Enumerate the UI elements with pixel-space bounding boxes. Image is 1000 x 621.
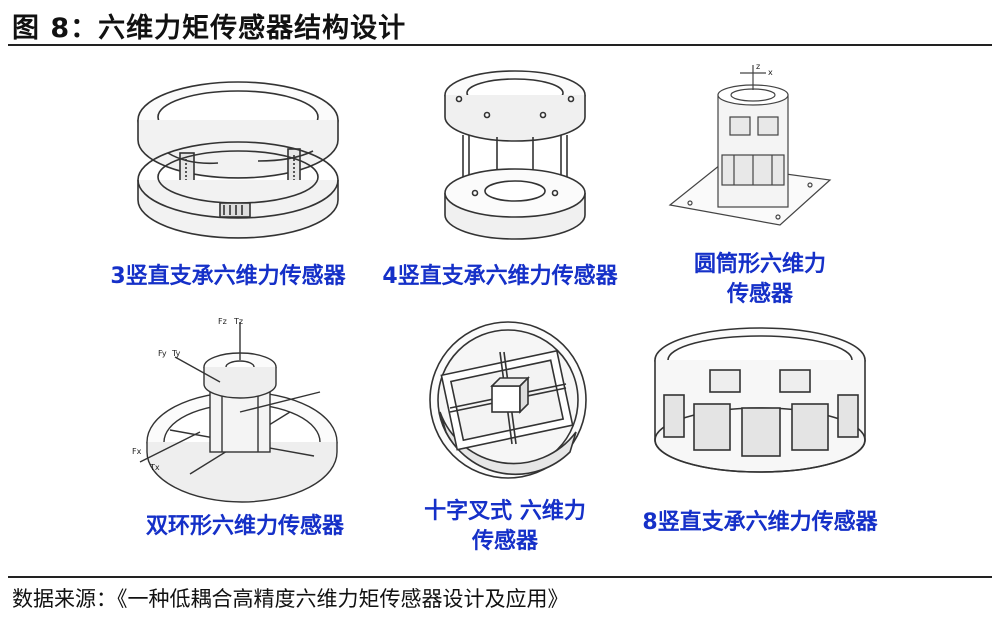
caption-cylindrical-line2: 传感器 [726, 282, 793, 307]
sensor-image-4-support [435, 65, 595, 255]
sensor-image-cross [420, 312, 595, 492]
axis-label-ty: Ty [171, 349, 181, 358]
source-rule [8, 576, 992, 578]
axis-label-tz: Tz [233, 317, 243, 326]
caption-3-support: 3竖直支承六维力传感器 [110, 264, 346, 289]
axis-label-fx: Fx [132, 447, 142, 456]
axis-label-fy: Fy [158, 349, 167, 358]
svg-text:x: x [768, 68, 773, 77]
axis-label-tx: Tx [149, 463, 160, 472]
caption-cross: 十字叉式 六维力 传感器 [395, 497, 615, 557]
title-rule [8, 44, 992, 46]
sensor-image-3-support [128, 65, 348, 255]
caption-8-support: 8竖直支承六维力传感器 [642, 510, 878, 535]
caption-cylindrical-line1: 圆筒形六维力 [693, 252, 826, 277]
source-note: 数据来源：《一种低耦合高精度六维力矩传感器设计及应用》 [12, 587, 569, 611]
sensor-image-double-ring: Fz Tz Fy Ty Fx Tx [130, 312, 355, 512]
figure-title: 图 8：六维力矩传感器结构设计 [12, 13, 407, 44]
caption-4-support: 4竖直支承六维力传感器 [382, 264, 618, 289]
caption-double-ring: 双环形六维力传感器 [145, 514, 344, 539]
caption-cross-line1: 十字叉式 六维力 [424, 499, 586, 524]
axis-label-fz: Fz [218, 317, 227, 326]
svg-text:z: z [756, 62, 760, 71]
sensor-image-8-support [650, 320, 870, 495]
caption-cylindrical: 圆筒形六维力 传感器 [660, 250, 860, 310]
caption-cross-line2: 传感器 [471, 529, 538, 554]
